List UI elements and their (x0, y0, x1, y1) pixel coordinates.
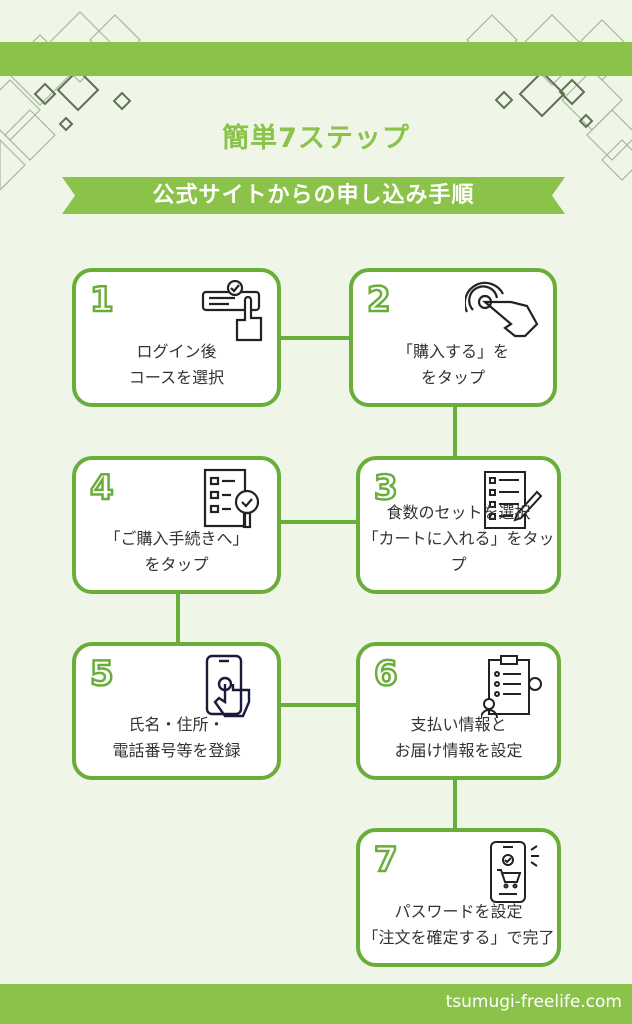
step-text-line2: 「カートに入れる」をタップ (362, 529, 555, 574)
diamond-pattern-left (0, 11, 141, 190)
step-text-line2: お届け情報を設定 (394, 741, 523, 760)
checklist-magnifier-icon (203, 468, 260, 529)
step-card-3: 3 食数のセットを選択 「カートに入れる」をタップ (356, 456, 561, 594)
step-number: 7 (373, 839, 399, 882)
diamond-pattern-right (466, 14, 632, 181)
step-text-line2: をタップ (144, 555, 209, 574)
login-check-hand-icon (201, 280, 263, 342)
step-card-2: 2 「購入する」を をタップ (349, 268, 557, 407)
connector-6-7 (453, 778, 457, 830)
checklist-pencil-icon (484, 471, 543, 529)
step-text-line1: 氏名・住所・ (128, 715, 225, 734)
subtitle: 公式サイトからの申し込み手順 (152, 183, 475, 208)
step-text-line1: 支払い情報と (410, 715, 507, 734)
connector-5-6 (279, 703, 358, 707)
step-number: 5 (89, 653, 115, 696)
step-text-line1: パスワードを設定 (394, 902, 523, 921)
site-url: tsumugi-freelife.com (445, 992, 622, 1012)
connector-4-5 (176, 592, 180, 644)
smartphone-touch-icon (205, 654, 251, 718)
step-card-6: 6 支払い情報と お届け情報を設定 (356, 642, 561, 780)
step-card-5: 5 氏名・住所・ 電話番号等を登録 (72, 642, 281, 780)
step-text-line1: 食数のセットを選択 (386, 503, 531, 522)
step-text-line2: 「注文を確定する」で完了 (362, 928, 555, 947)
step-card-7: 7 パスワードを設定 「注文を確定する」で完了 (356, 828, 561, 967)
tap-hand-icon (465, 281, 539, 338)
step-number: 6 (373, 653, 399, 696)
phone-cart-icon (490, 841, 539, 903)
step-text-line2: 電話番号等を登録 (112, 741, 241, 760)
step-number: 3 (373, 467, 399, 510)
step-text-line2: をタップ (420, 368, 485, 387)
ribbon-banner (62, 177, 565, 214)
step-card-1: 1 ログイン後 コースを選択 (72, 268, 281, 407)
step-text-line1: ログイン後 (136, 342, 217, 361)
step-number: 4 (89, 467, 115, 510)
step-text-line2: コースを選択 (128, 368, 225, 387)
top-banner (0, 42, 632, 76)
connector-1-2 (279, 336, 351, 340)
step-text-line1: 「購入する」を (396, 342, 509, 361)
step-number: 1 (89, 279, 115, 322)
connector-2-3 (453, 405, 457, 458)
clipboard-person-gear-icon (481, 655, 542, 718)
step-card-4: 4 「ご購入手続きへ」 をタップ (72, 456, 281, 594)
step-text-line1: 「ご購入手続きへ」 (104, 529, 249, 548)
connector-3-4 (279, 520, 358, 524)
footer-band (0, 984, 632, 1024)
step-number: 2 (366, 279, 392, 322)
page-title: 簡単7ステップ (222, 123, 410, 154)
